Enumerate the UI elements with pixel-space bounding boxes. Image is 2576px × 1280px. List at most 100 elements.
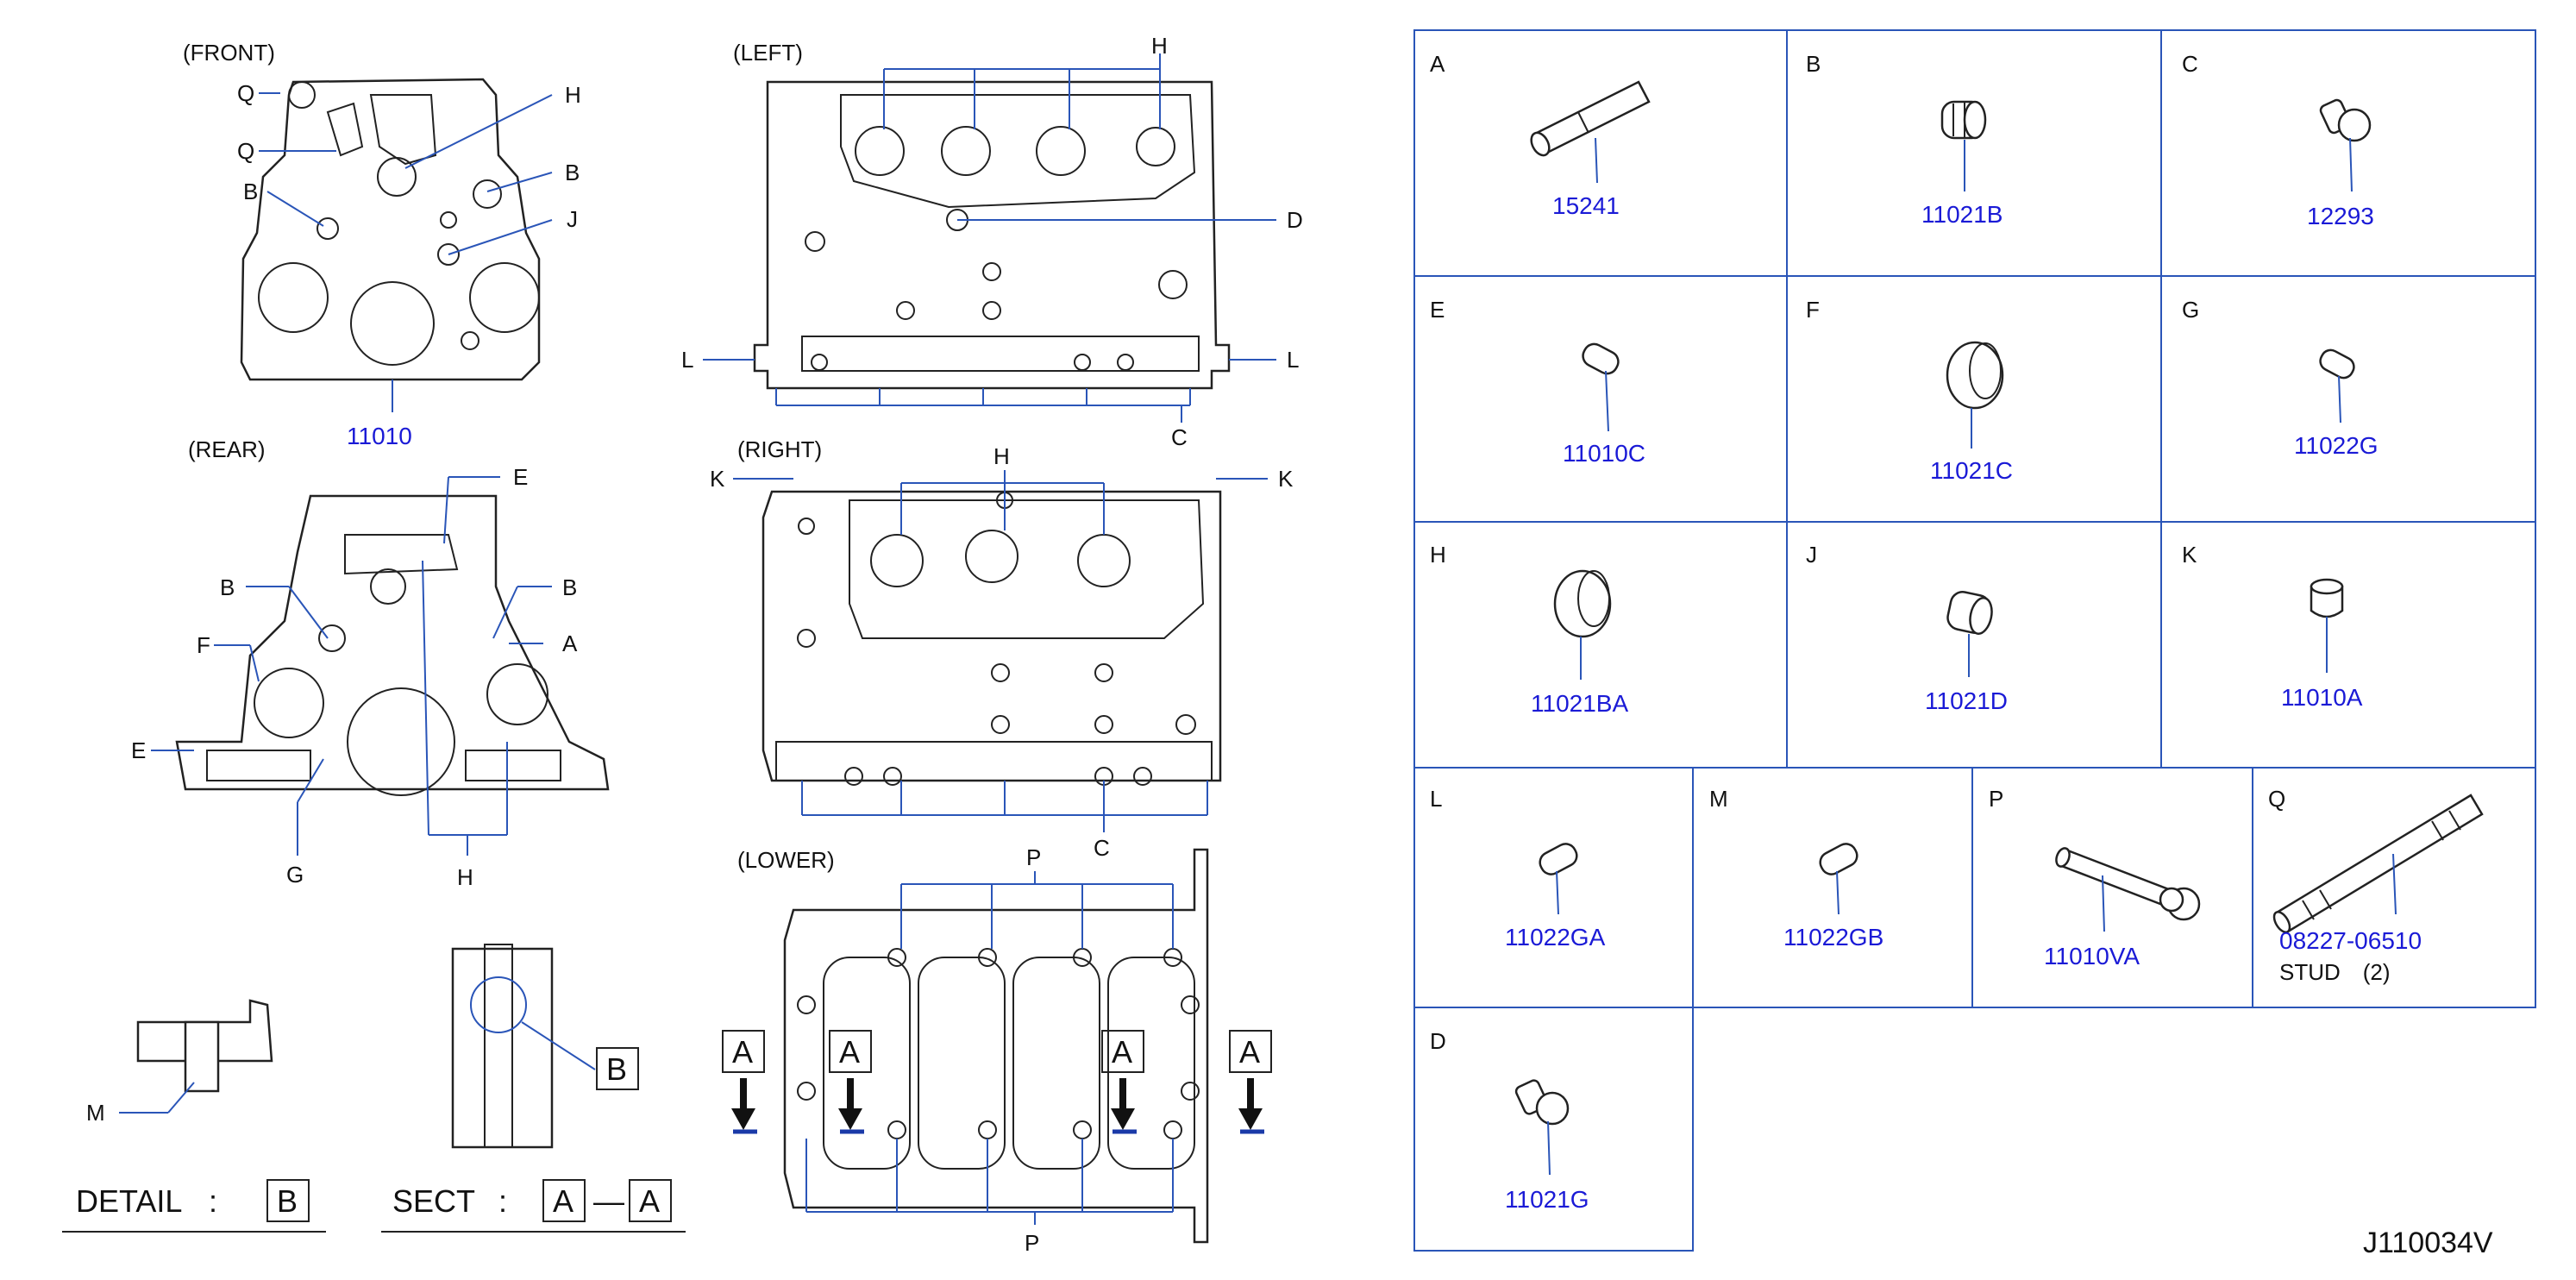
front-callout-b1: B [243,179,258,204]
bolt-icon [2319,98,2372,142]
detail-callout-m: M [86,1100,105,1126]
ring-plug-icon [1946,341,2004,410]
part-letter: F [1806,297,1820,323]
stud-icon [2272,794,2484,933]
rear-callout-b2: B [562,574,577,600]
bolt-long-icon [2055,847,2201,921]
section-key-a2: A [639,1183,660,1219]
rear-view: (REAR) E B B F A E G H [131,436,610,890]
part-cell-h[interactable]: H 11021BA [1430,542,1628,717]
part-letter: E [1430,297,1445,323]
part-number: 11010C [1563,440,1645,467]
part-cell-j[interactable]: J 11021D [1806,542,2008,714]
section-colon: : [498,1183,507,1219]
part-number: 11021G [1505,1186,1589,1213]
left-block-outline [753,80,1231,390]
front-callout-h: H [565,82,581,108]
detail-key: B [277,1183,298,1219]
part-letter: C [2182,51,2198,77]
lower-section-a4: A [1239,1034,1260,1070]
part-cell-f[interactable]: F 11021C [1806,297,2013,484]
part-letter: K [2182,542,2197,568]
cylinder-pin-icon [2310,578,2344,618]
part-number: 11022GA [1505,924,1606,951]
bolt-icon [1514,1079,1570,1126]
lower-view-title: (LOWER) [737,847,835,873]
left-view-title: (LEFT) [733,40,803,66]
right-callout-h: H [993,443,1010,469]
part-cell-b[interactable]: B 11021B [1806,51,2003,228]
part-cell-l[interactable]: L 11022GA [1430,786,1606,951]
right-callout-c: C [1094,835,1110,861]
part-number: 11021D [1925,687,2008,714]
left-callout-l2: L [1287,347,1299,373]
part-cell-m[interactable]: M 11022GB [1709,786,1883,951]
section-key-a1: A [553,1183,573,1219]
left-callout-c: C [1171,424,1188,450]
lower-section-a1: A [732,1034,753,1070]
front-view: (FRONT) Q Q H B B J 11010 [183,40,581,449]
part-letter: B [1806,51,1821,77]
rear-callout-e1: E [513,464,528,490]
right-view-title: (RIGHT) [737,436,822,462]
part-number: 11010A [2281,684,2363,711]
part-cell-c[interactable]: C 12293 [2182,51,2374,229]
rear-block-outline [175,494,610,791]
detail-title: DETAIL [76,1183,182,1219]
part-letter: H [1430,542,1446,568]
part-number: 11010VA [2044,943,2140,969]
part-cell-d[interactable]: D 11021G [1430,1028,1589,1213]
part-number: 08227-06510 [2279,927,2422,954]
part-letter: A [1430,51,1445,77]
front-callout-j: J [567,206,578,232]
rear-callout-h: H [457,864,473,890]
part-cell-a[interactable]: A 15241 [1430,51,1651,219]
parts-grid [1413,29,2539,1258]
front-callout-b2: B [565,160,580,185]
lower-callout-p2: P [1025,1230,1039,1256]
plug-icon [1940,100,1987,140]
right-view: (RIGHT) K K H C [710,436,1294,861]
rear-callout-e2: E [131,737,146,763]
part-letter: P [1989,786,2003,812]
detail-callout-b: B [606,1051,627,1087]
plug-icon [1946,591,1993,635]
left-callout-h: H [1151,33,1168,59]
front-block-outline [240,78,541,381]
part-cell-e[interactable]: E 11010C [1430,297,1645,467]
right-callout-k2: K [1278,466,1294,492]
lower-section-a2: A [839,1034,860,1070]
part-number: 15241 [1552,192,1620,219]
dowel-icon [2319,348,2355,380]
part-cell-q[interactable]: Q 08227-06510 STUD (2) [2268,786,2484,985]
ring-plug-icon [1553,569,1612,638]
lower-section-a3: A [1112,1034,1132,1070]
rear-callout-g: G [286,862,304,888]
front-callout-q2: Q [237,138,254,164]
front-view-title: (FRONT) [183,40,275,66]
part-number: 11021C [1930,457,2013,484]
part-cell-g[interactable]: G 11022G [2182,297,2379,459]
part-letter: J [1806,542,1817,568]
part-number: 11021B [1921,201,2003,228]
left-callout-d: D [1287,207,1303,233]
rear-callout-b1: B [220,574,235,600]
part-number: 12293 [2307,203,2374,229]
part-cell-p[interactable]: P 11010VA [1989,786,2201,969]
dowel-icon [1819,843,1858,875]
part-letter: L [1430,786,1442,812]
dowel-icon [1539,843,1578,875]
dowel-icon [1582,342,1620,375]
part-number: 11022GB [1783,924,1883,951]
front-callout-q1: Q [237,80,254,106]
section-title: SECT [392,1183,475,1219]
part-letter: Q [2268,786,2285,812]
detail-section: M B DETAIL : B SECT : A — A [62,944,686,1233]
left-callout-l1: L [681,347,693,373]
right-callout-k1: K [710,466,725,492]
part-letter: D [1430,1028,1446,1054]
right-block-outline [762,490,1222,782]
detail-colon: : [209,1183,217,1219]
part-letter: G [2182,297,2199,323]
part-cell-k[interactable]: K 11010A [2182,542,2363,711]
